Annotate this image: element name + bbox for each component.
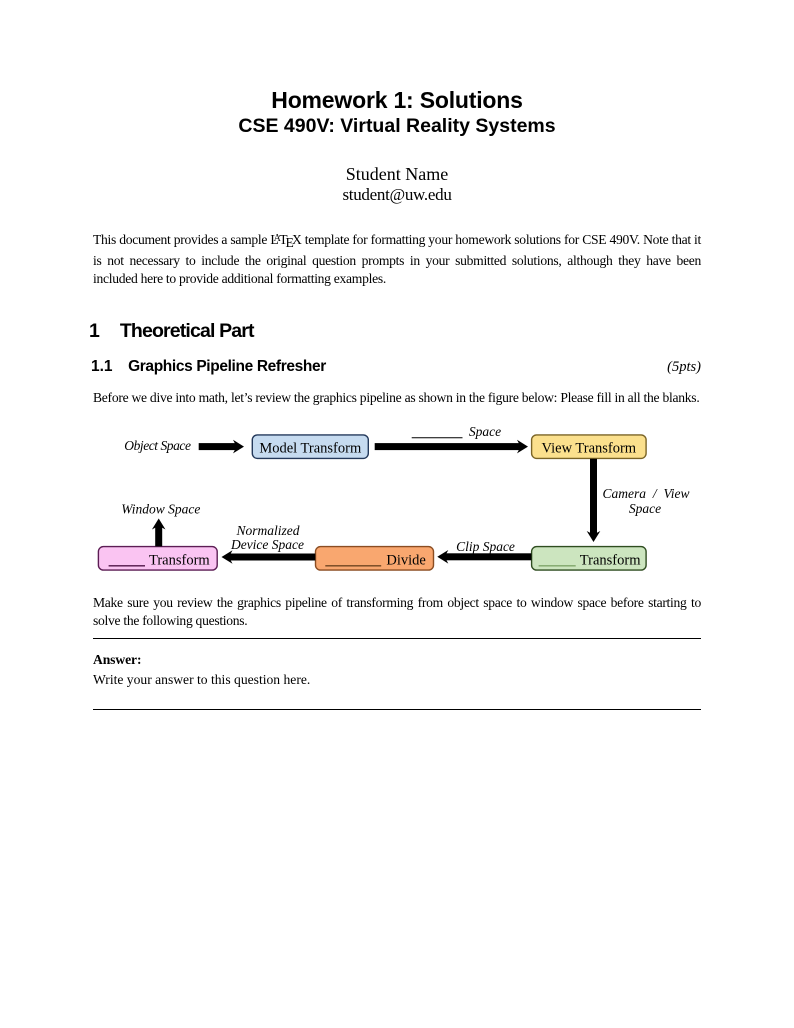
svg-text:Object Space: Object Space: [124, 438, 191, 453]
svg-text:Window Space: Window Space: [121, 502, 200, 517]
svg-text:Space: Space: [469, 424, 501, 439]
svg-text:Space: Space: [629, 501, 661, 516]
svg-text:Clip Space: Clip Space: [456, 539, 515, 554]
svg-text:Device Space: Device Space: [230, 537, 304, 552]
svg-text:Transform: Transform: [580, 553, 641, 569]
svg-text:Normalized: Normalized: [235, 523, 299, 538]
svg-text:Camera / View: Camera / View: [603, 486, 690, 501]
svg-text:Transform: Transform: [149, 553, 210, 569]
svg-text:Model Transform: Model Transform: [259, 440, 362, 456]
svg-text:Divide: Divide: [386, 553, 425, 569]
svg-text:View Transform: View Transform: [542, 440, 637, 456]
